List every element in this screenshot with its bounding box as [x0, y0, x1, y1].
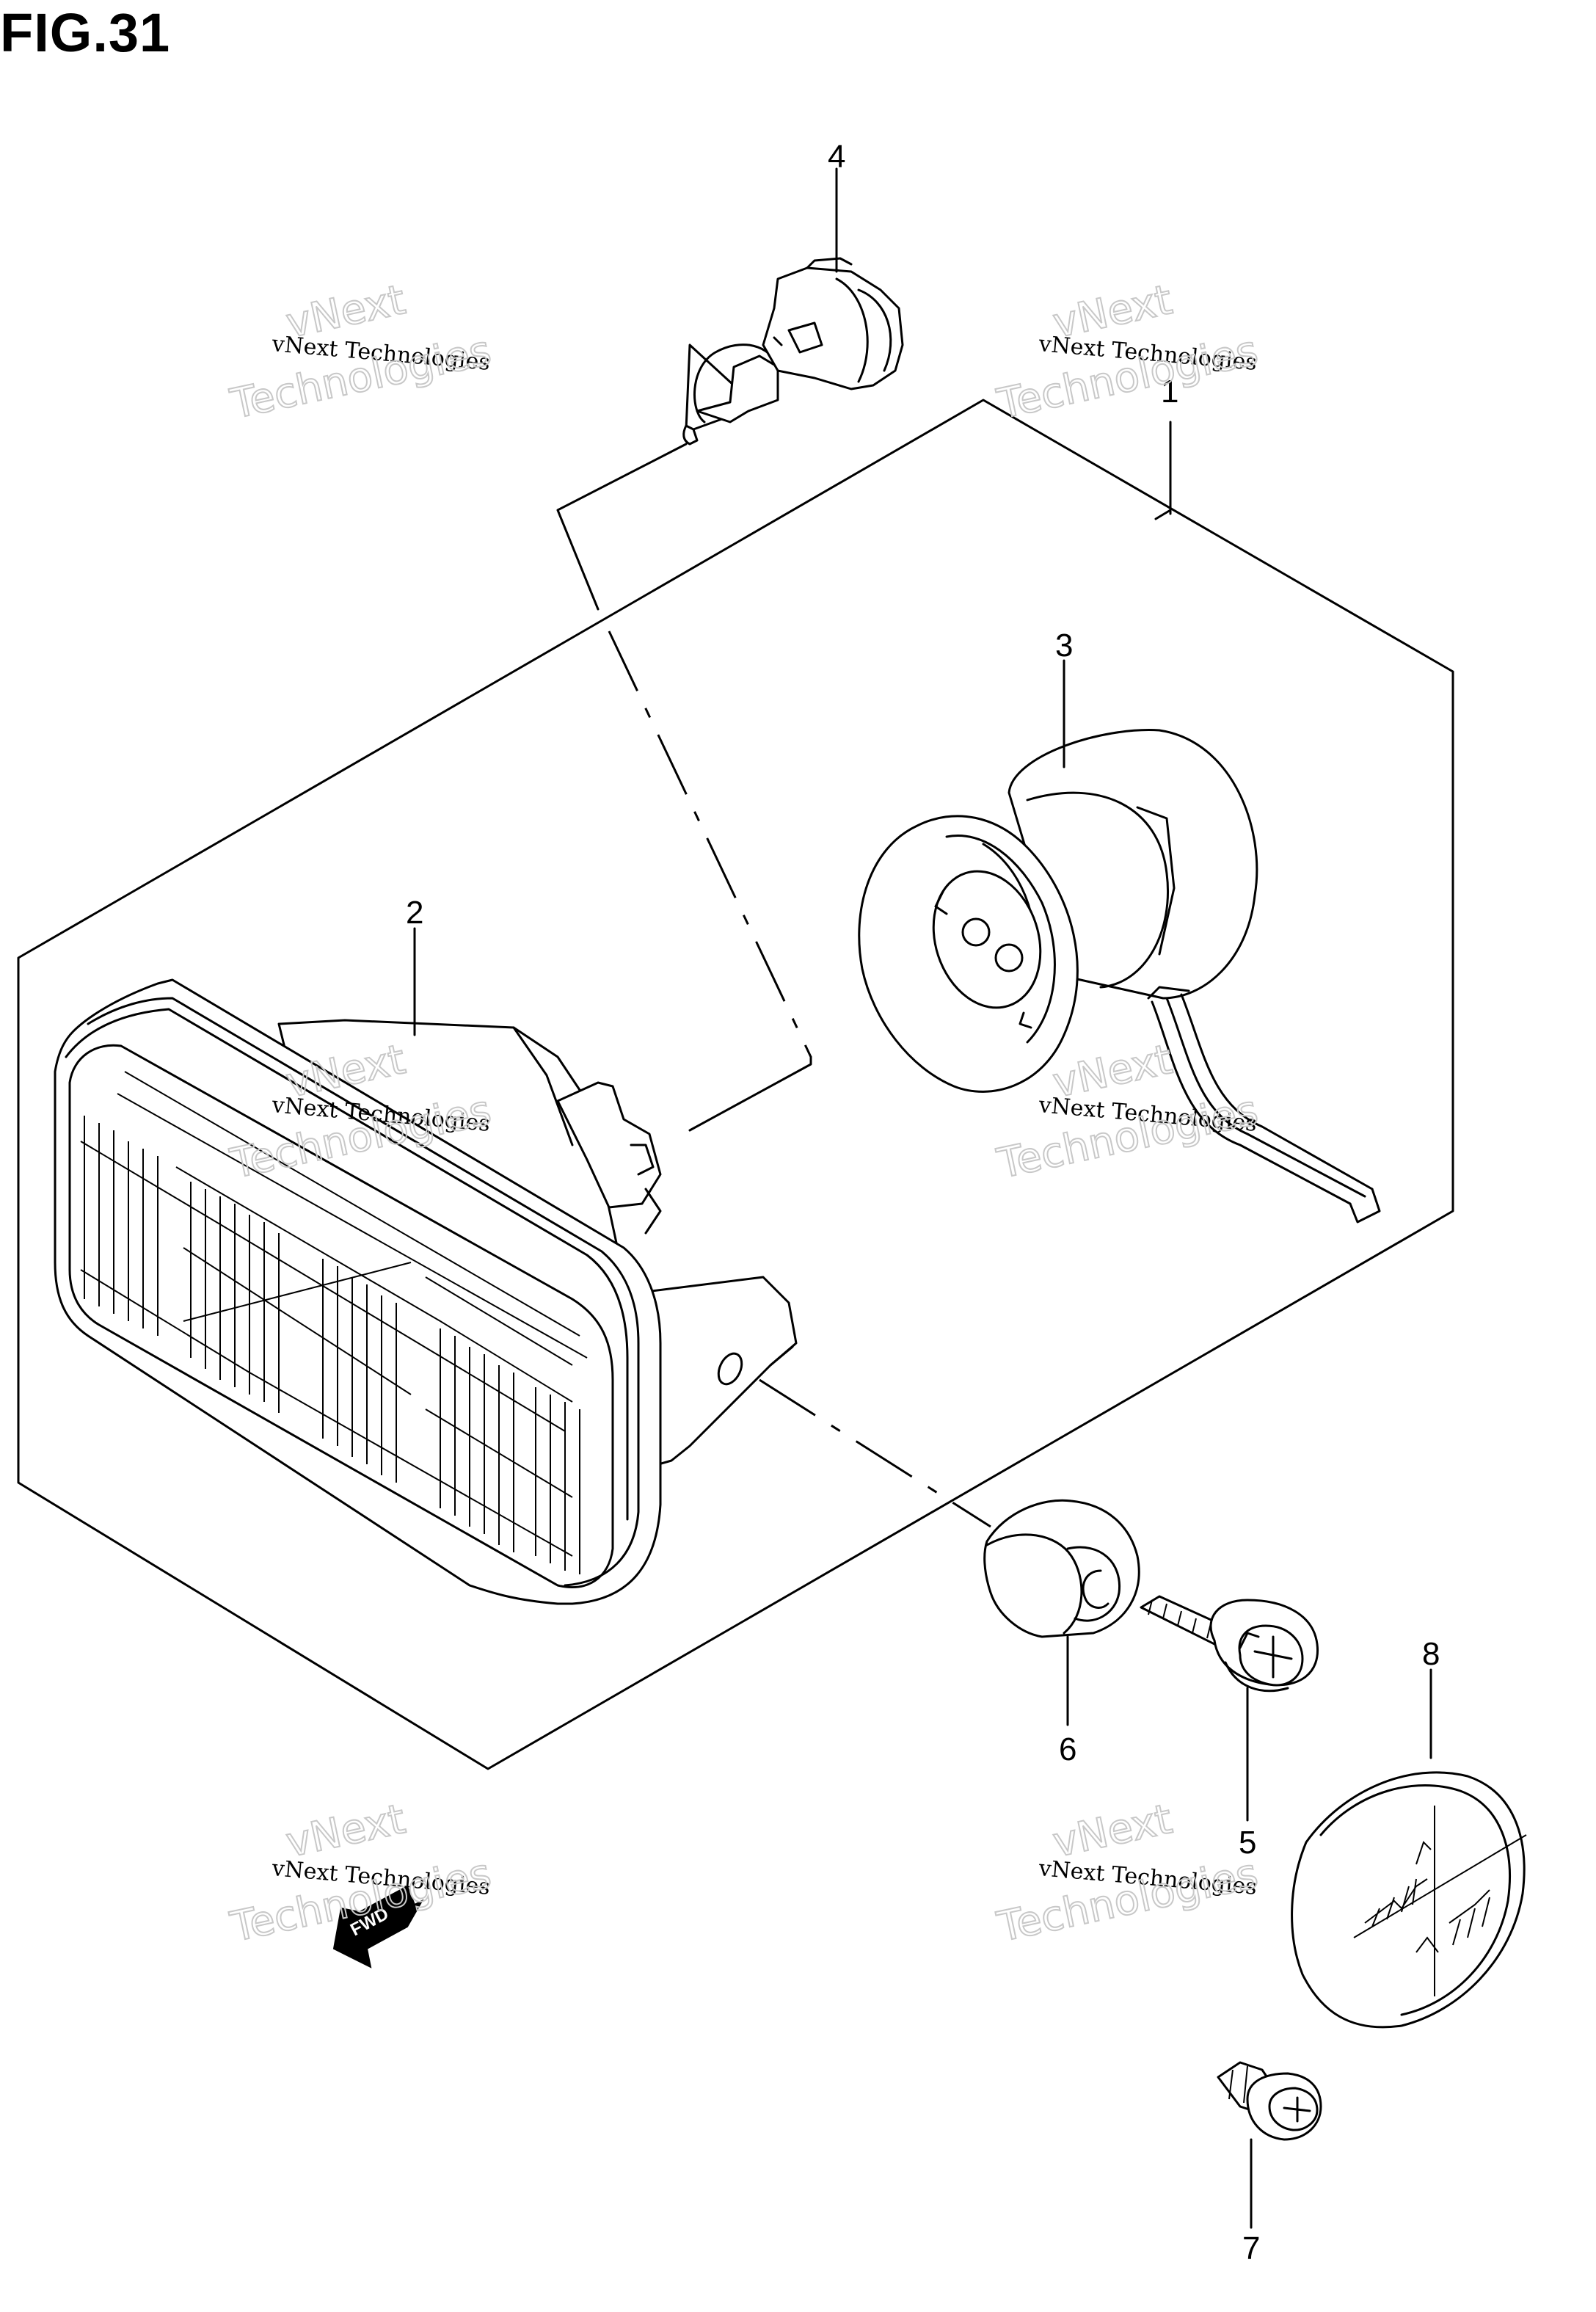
headlight-part-2[interactable] — [54, 978, 798, 1605]
lens-prism-pattern — [80, 1071, 588, 1574]
watermark-top-right: vNext vNext Technologies Technologies — [992, 275, 1262, 429]
reflector-cap-part-8[interactable] — [1291, 1771, 1527, 2029]
grommet-part-6[interactable] — [983, 1499, 1140, 1638]
callout-2: 2 — [406, 895, 423, 931]
callout-6: 6 — [1059, 1731, 1076, 1767]
svg-text:vNext: vNext — [282, 1795, 409, 1867]
callout-8: 8 — [1422, 1636, 1440, 1672]
callout-4: 4 — [828, 139, 845, 175]
bulb-part-4[interactable] — [682, 257, 904, 446]
svg-text:vNext: vNext — [1049, 1795, 1176, 1867]
figure-title: FIG.31 — [0, 2, 171, 63]
socket-part-3[interactable] — [858, 729, 1381, 1224]
clip-part-7[interactable] — [1217, 2061, 1322, 2141]
callout-3: 3 — [1055, 628, 1073, 664]
callout-7: 7 — [1242, 2231, 1260, 2266]
callout-1: 1 — [1161, 374, 1178, 410]
watermark-bottom-right: vNext vNext Technologies Technologies — [992, 1795, 1262, 1952]
screw-part-5[interactable] — [1140, 1595, 1319, 1693]
callout-5: 5 — [1239, 1825, 1256, 1861]
watermark-top-left: vNext vNext Technologies Technologies — [225, 275, 495, 429]
assembly-boundary — [17, 399, 1454, 1770]
